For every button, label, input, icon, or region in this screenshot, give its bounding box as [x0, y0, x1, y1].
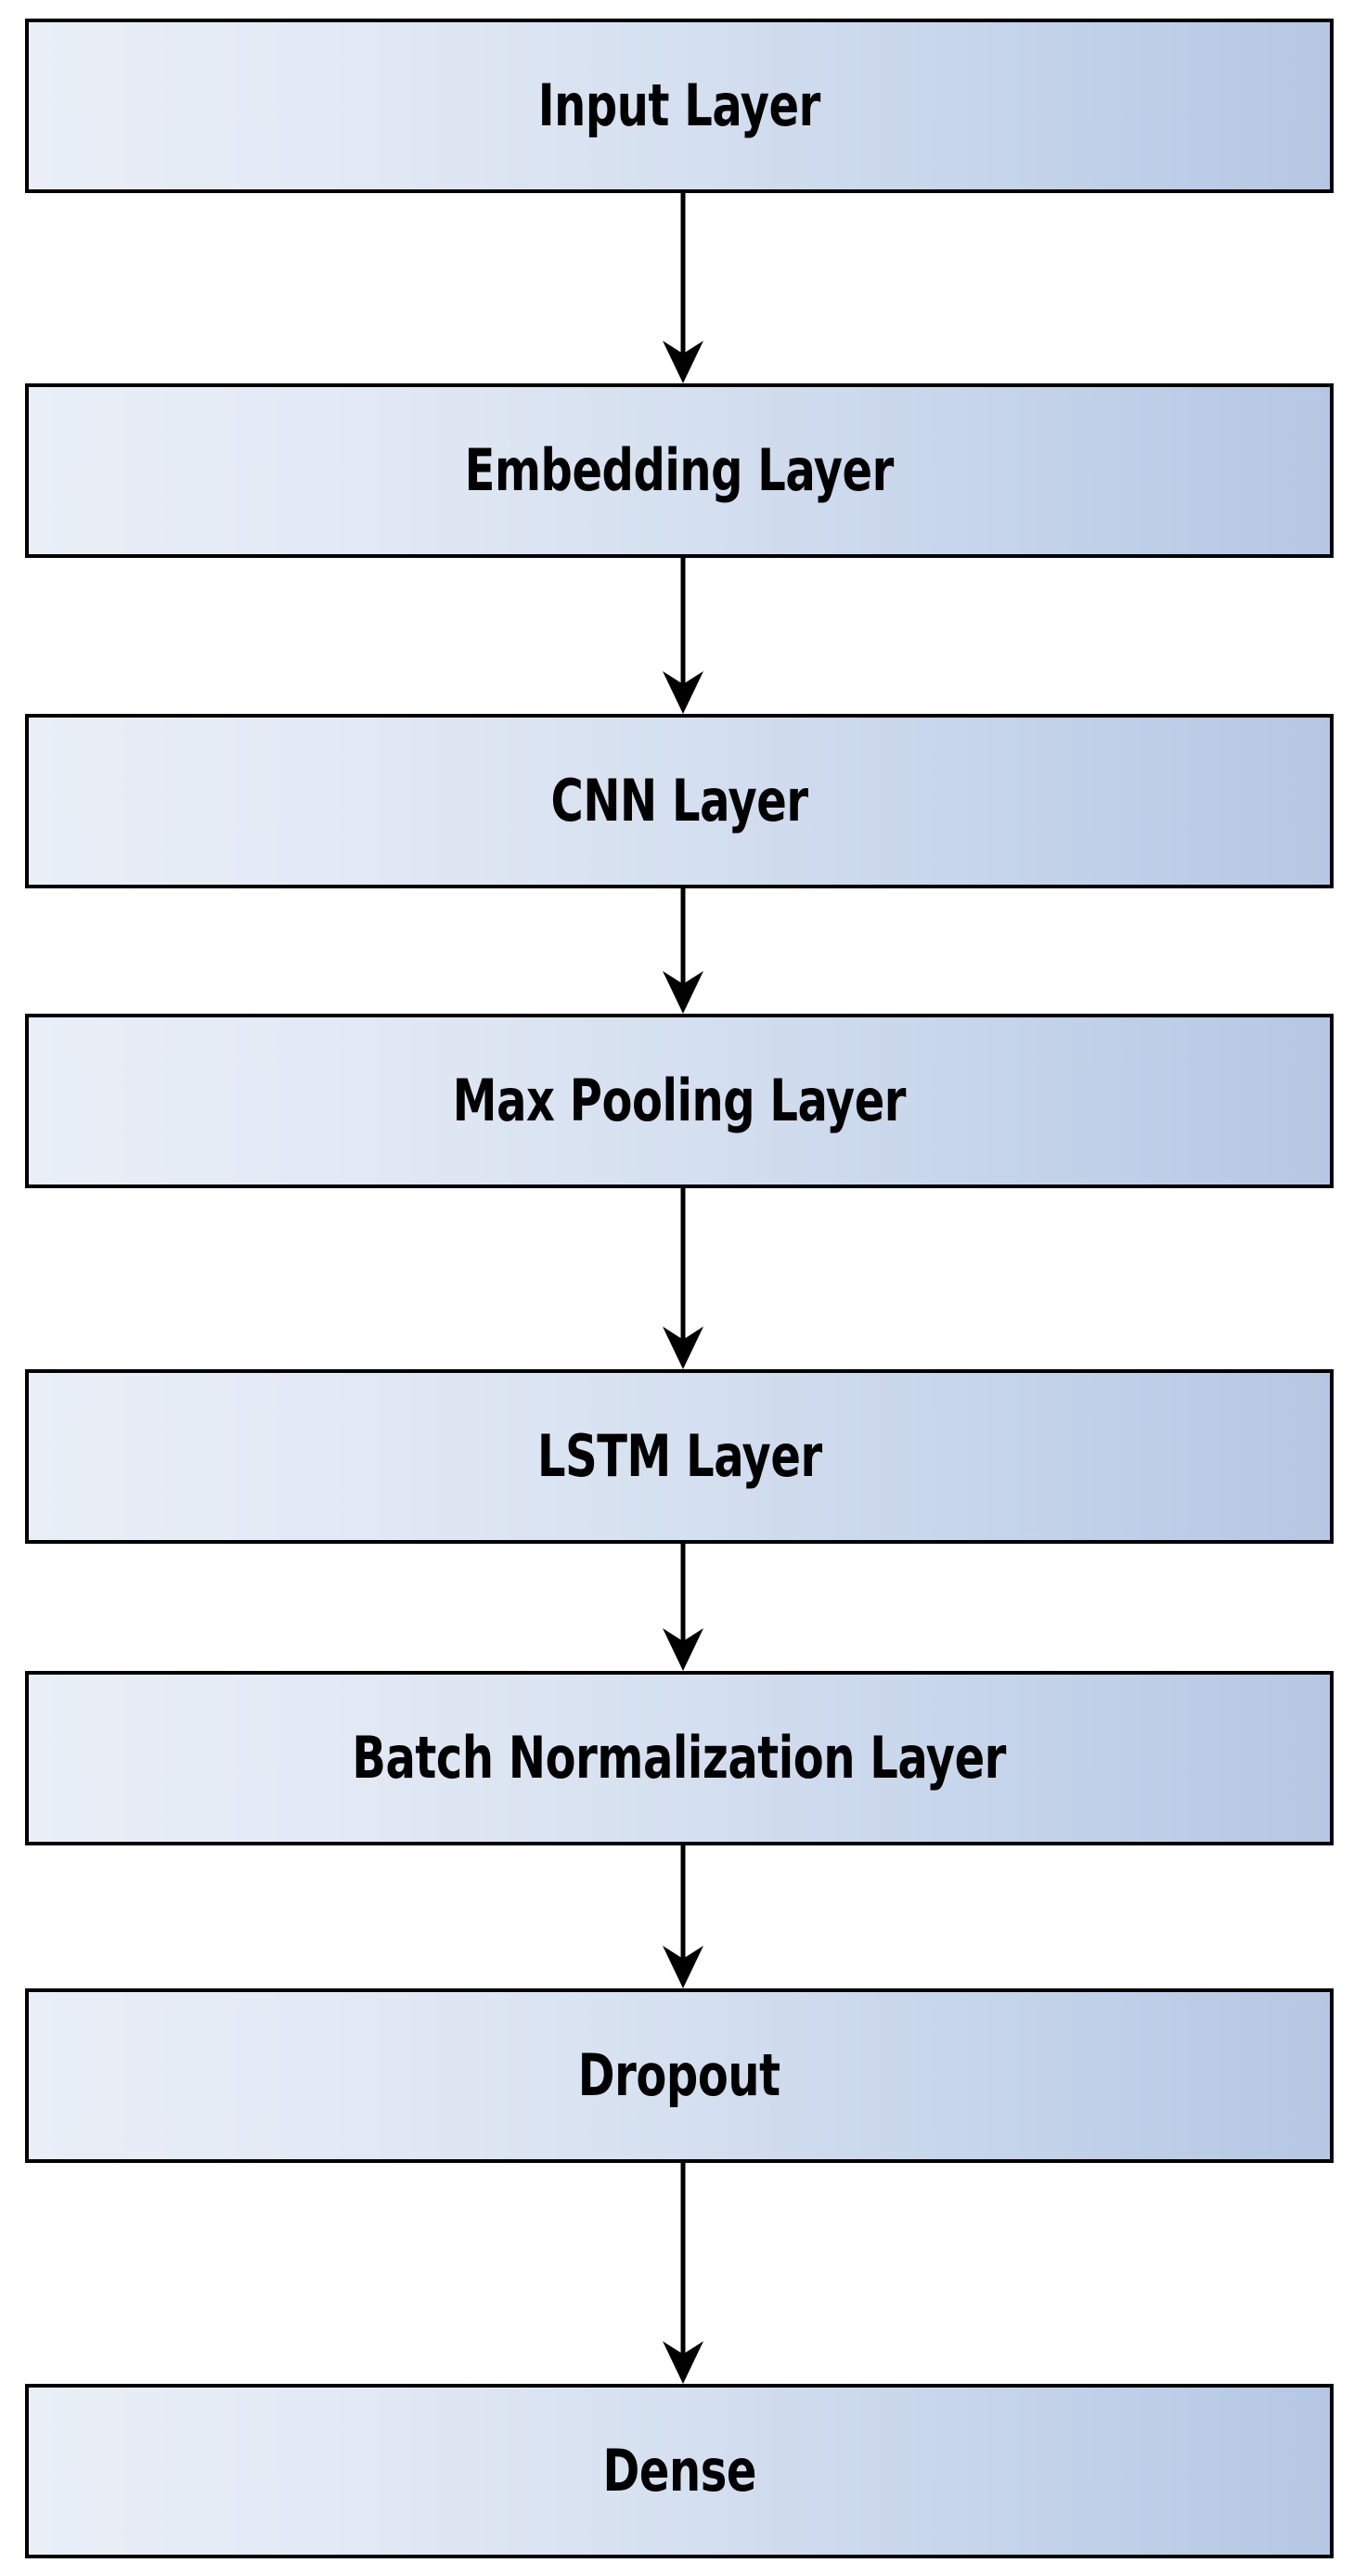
node-input[interactable]: Input Layer: [25, 19, 1334, 193]
arrowhead-icon: [663, 341, 703, 383]
node-label-dense: Dense: [602, 2437, 756, 2505]
edge-input-embedding: [0, 193, 1354, 383]
node-label-input: Input Layer: [537, 71, 821, 139]
arrowhead-icon: [663, 1628, 703, 1671]
node-label-dropout: Dropout: [578, 2041, 780, 2109]
arrowhead-icon: [663, 1946, 703, 1988]
edge-embedding-cnn: [0, 557, 1354, 714]
node-label-embedding: Embedding Layer: [464, 436, 895, 504]
node-dropout[interactable]: Dropout: [25, 1988, 1334, 2163]
edge-lstm-batchnorm: [0, 1544, 1354, 1671]
node-label-maxpool: Max Pooling Layer: [452, 1067, 907, 1134]
arrowhead-icon: [663, 971, 703, 1014]
edge-cnn-maxpool: [0, 888, 1354, 1014]
arrowhead-icon: [663, 2341, 703, 2384]
node-label-batchnorm: Batch Normalization Layer: [352, 1724, 1007, 1792]
arrowhead-icon: [663, 671, 703, 714]
node-embedding[interactable]: Embedding Layer: [25, 383, 1334, 558]
node-batchnorm[interactable]: Batch Normalization Layer: [25, 1671, 1334, 1845]
node-lstm[interactable]: LSTM Layer: [25, 1369, 1334, 1544]
edge-maxpool-lstm: [0, 1186, 1354, 1369]
node-maxpool[interactable]: Max Pooling Layer: [25, 1014, 1334, 1188]
node-cnn[interactable]: CNN Layer: [25, 714, 1334, 888]
arrowhead-icon: [663, 1327, 703, 1369]
edge-batchnorm-dropout: [0, 1845, 1354, 1988]
node-label-cnn: CNN Layer: [550, 767, 808, 835]
node-dense[interactable]: Dense: [25, 2384, 1334, 2558]
node-label-lstm: LSTM Layer: [536, 1422, 822, 1490]
edge-dropout-dense: [0, 2163, 1354, 2384]
